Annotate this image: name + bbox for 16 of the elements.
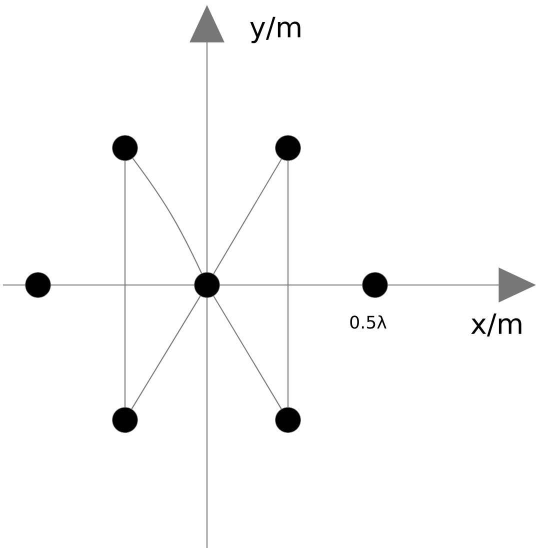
axis-label: y/m [250,16,300,44]
line [213,296,282,410]
value-label: 0.5λ [350,315,386,329]
dot [25,272,51,298]
dot [112,407,138,433]
line [131,296,201,410]
axis-label: x/m [471,314,522,336]
line [213,158,282,274]
dot [275,407,301,433]
line [132,158,202,274]
line [287,160,289,408]
line [124,160,126,408]
dot [362,272,388,298]
dot [275,135,301,161]
dot [194,272,220,298]
dot [112,135,138,161]
